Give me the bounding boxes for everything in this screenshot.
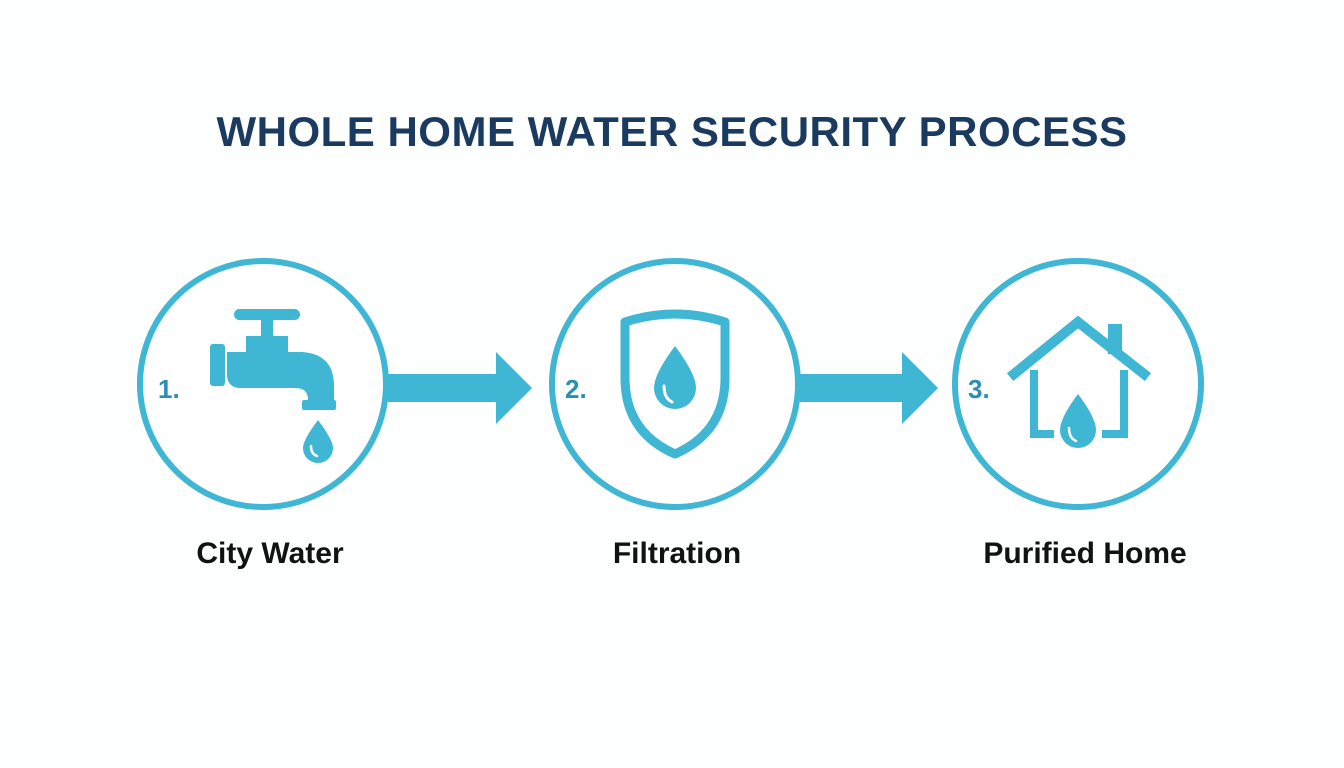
step-3: 3. <box>952 258 1204 510</box>
page-title: WHOLE HOME WATER SECURITY PROCESS <box>216 108 1128 155</box>
step-number: 2. <box>565 374 587 404</box>
shield-drop-icon <box>620 309 730 459</box>
step-number: 1. <box>158 374 180 404</box>
faucet-icon <box>210 309 336 463</box>
step-label-purified-home: Purified Home <box>983 537 1187 570</box>
house-drop-icon <box>1006 315 1152 448</box>
step-label-city-water: City Water <box>196 537 344 570</box>
step-2: 2. <box>549 258 801 510</box>
step-label-filtration: Filtration <box>612 537 742 570</box>
arrow-right-icon <box>388 352 532 424</box>
step-1: 1. <box>137 258 389 510</box>
step-number: 3. <box>968 374 990 404</box>
arrow-right-icon <box>800 352 938 424</box>
